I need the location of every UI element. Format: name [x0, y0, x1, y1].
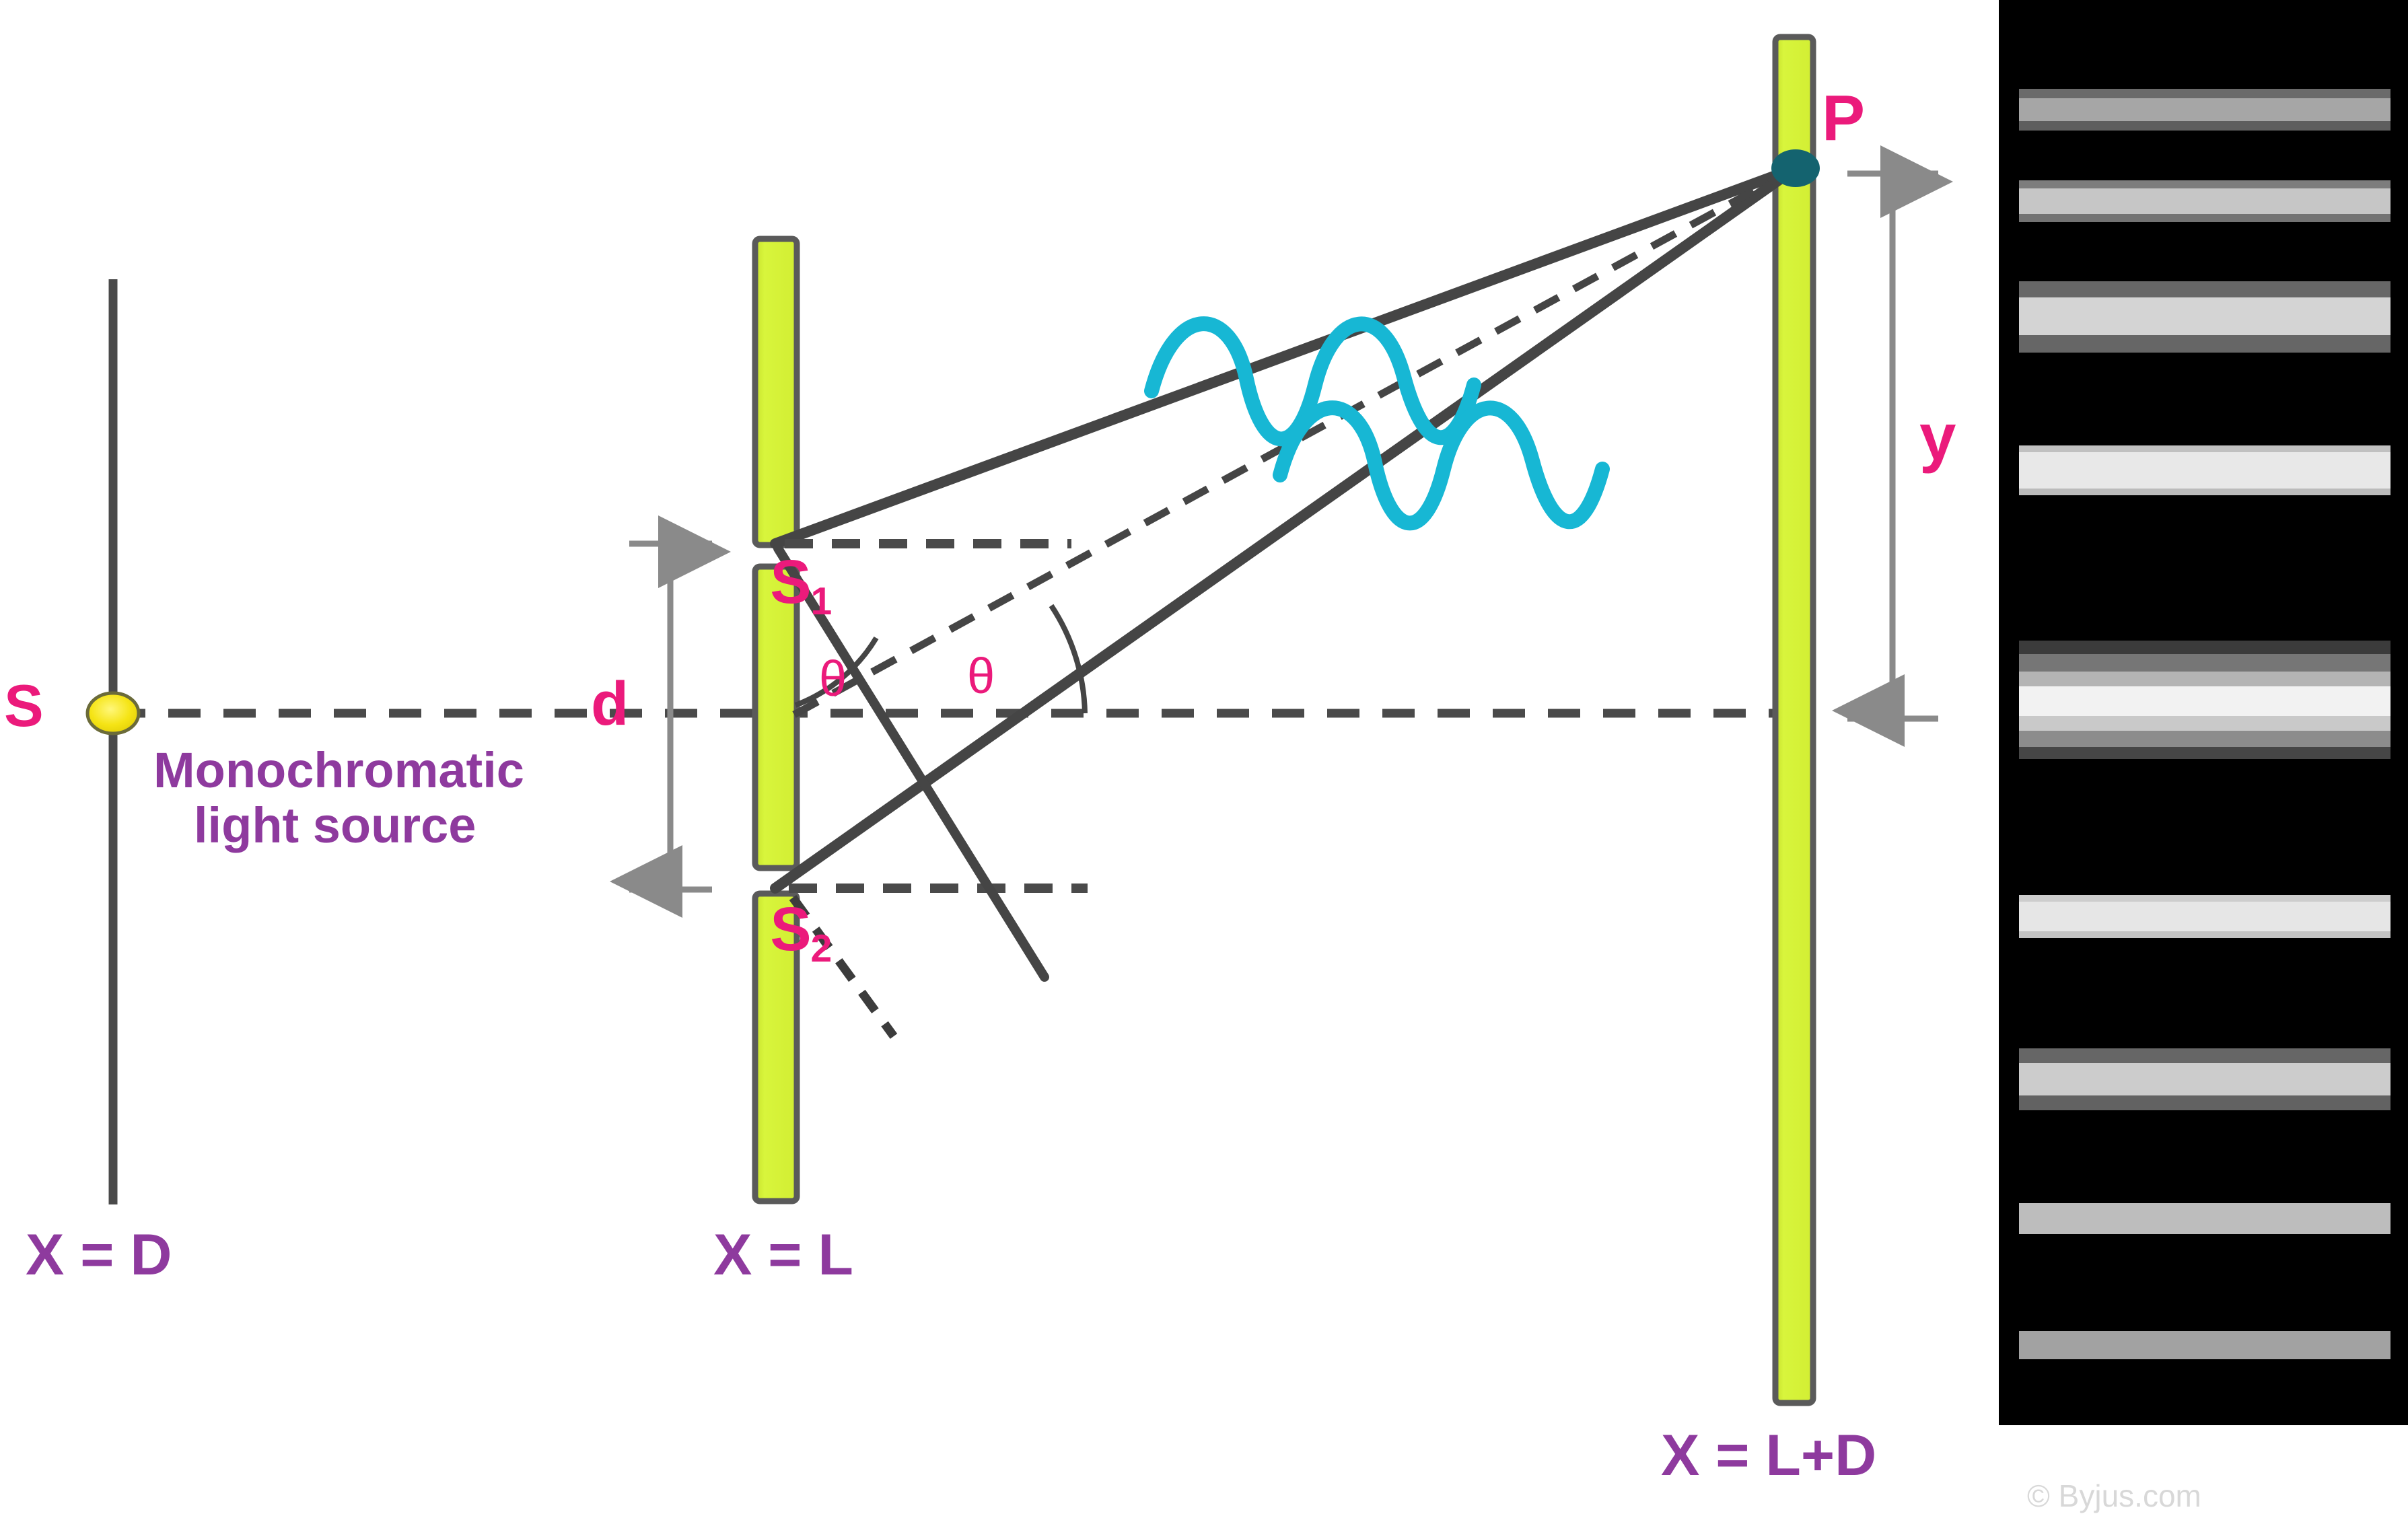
ray-from-slit-1 — [770, 163, 1801, 549]
angle-arc-at-axis — [1049, 604, 1088, 714]
label-slit-2-subscript: 2 — [810, 927, 833, 971]
angle-arc-at-slit — [794, 636, 879, 708]
dimension-arrow-y — [1832, 145, 1953, 747]
fringe-bands — [2019, 89, 2391, 1359]
label-slit-separation-d: d — [591, 670, 629, 738]
dimension-arrow-d — [610, 515, 731, 918]
watermark-byjus: © Byjus.com — [2027, 1478, 2201, 1513]
observation-screen — [1772, 34, 1816, 1406]
monochromatic-source-dot — [85, 691, 141, 735]
label-source-s: S — [4, 672, 44, 739]
barrier-segment-bottom — [752, 890, 800, 1204]
label-source-caption-line1: Monochromatic — [153, 742, 524, 798]
ray-from-slit-2 — [770, 163, 1801, 894]
wave-lower-ray — [1273, 400, 1610, 531]
path-difference-leg — [773, 544, 1049, 982]
label-point-p: P — [1822, 82, 1866, 154]
label-slit-2-letter: S — [770, 895, 812, 964]
label-fringe-offset-y: y — [1919, 400, 1956, 474]
wave-upper-ray — [1144, 316, 1481, 447]
central-dashed-ray — [792, 168, 1792, 718]
path-difference-dashed-extension — [789, 895, 898, 1039]
interference-fringe-panel — [1999, 0, 2408, 1425]
double-slit-barrier — [752, 236, 800, 1204]
label-x-equals-l: X = L — [713, 1223, 853, 1287]
label-x-equals-d: X = D — [26, 1223, 172, 1287]
label-slit-1: S1 — [701, 489, 833, 675]
screen-point-p — [1771, 149, 1820, 187]
label-theta-at-slit: θ — [819, 651, 847, 707]
label-source-caption-line2: light source — [194, 797, 476, 853]
label-theta-at-axis: θ — [967, 648, 995, 704]
label-slit-1-letter: S — [770, 548, 812, 616]
label-x-equals-l-plus-d: X = L+D — [1661, 1423, 1877, 1488]
label-slit-1-subscript: 1 — [810, 580, 833, 624]
label-slit-2: S2 — [701, 836, 833, 1022]
